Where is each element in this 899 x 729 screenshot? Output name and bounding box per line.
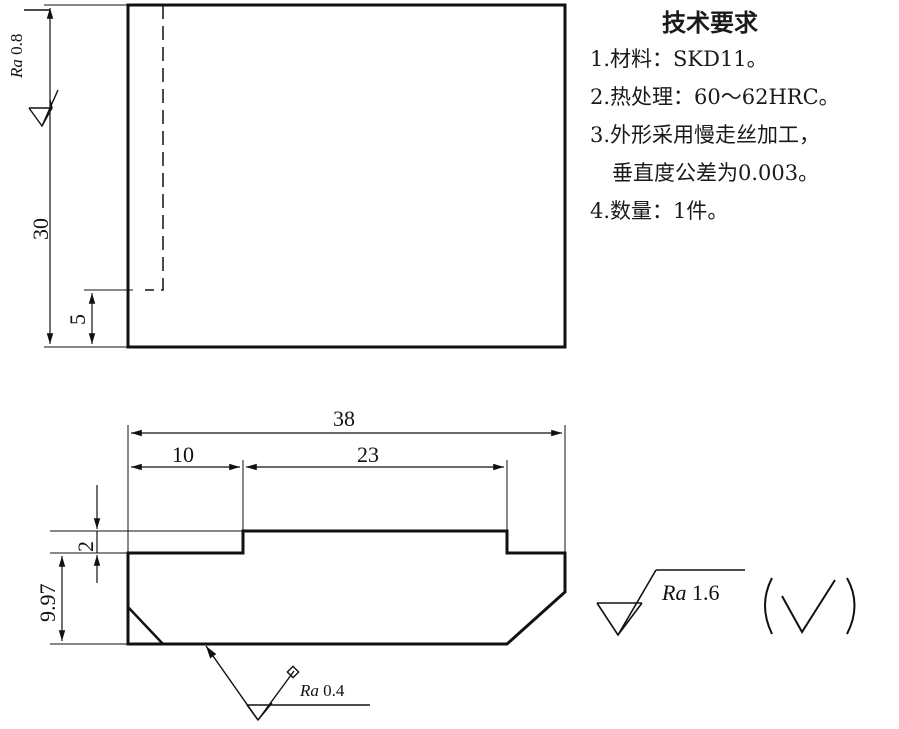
roughness-symbol-bottom <box>205 645 370 722</box>
requirement-item: 2.热处理：60～62HRC。 <box>590 85 840 109</box>
chamfer-line <box>127 606 164 645</box>
check-icon <box>781 579 836 634</box>
roughness-label-top: Ra 0.8 <box>7 34 26 79</box>
hidden-line <box>145 5 164 291</box>
top-view-outline <box>126 3 567 349</box>
technical-requirements: 技术要求 1.材料：SKD11。 2.热处理：60～62HRC。 3.外形采用慢… <box>590 6 895 230</box>
dim-label-23: 23 <box>357 442 379 467</box>
requirement-item: 1.材料：SKD11。 <box>590 47 768 71</box>
general-roughness-symbol <box>596 569 745 637</box>
requirement-item: 3.外形采用慢走丝加工， <box>590 123 821 147</box>
check-symbol-in-parentheses <box>764 577 856 635</box>
roughness-label-bottom: Ra 0.4 <box>299 681 345 700</box>
right-parenthesis <box>846 577 856 635</box>
dim-label-5: 5 <box>65 314 90 325</box>
requirement-item: 垂直度公差为0.003。 <box>612 161 820 185</box>
roughness-symbol-top <box>24 9 59 128</box>
dim-label-38: 38 <box>333 406 355 431</box>
general-roughness-label: Ra 1.6 <box>661 580 719 605</box>
dim-label-9-97: 9.97 <box>35 584 60 623</box>
dim-label-10: 10 <box>172 442 194 467</box>
dim-label-2: 2 <box>73 541 98 552</box>
left-parenthesis <box>764 577 773 635</box>
dim-label-30: 30 <box>28 218 53 240</box>
front-view <box>50 425 567 722</box>
top-view <box>24 3 567 349</box>
technical-requirements-title: 技术要求 <box>662 8 758 37</box>
requirement-item: 4.数量：1件。 <box>590 199 729 223</box>
front-view-outline <box>126 529 567 646</box>
